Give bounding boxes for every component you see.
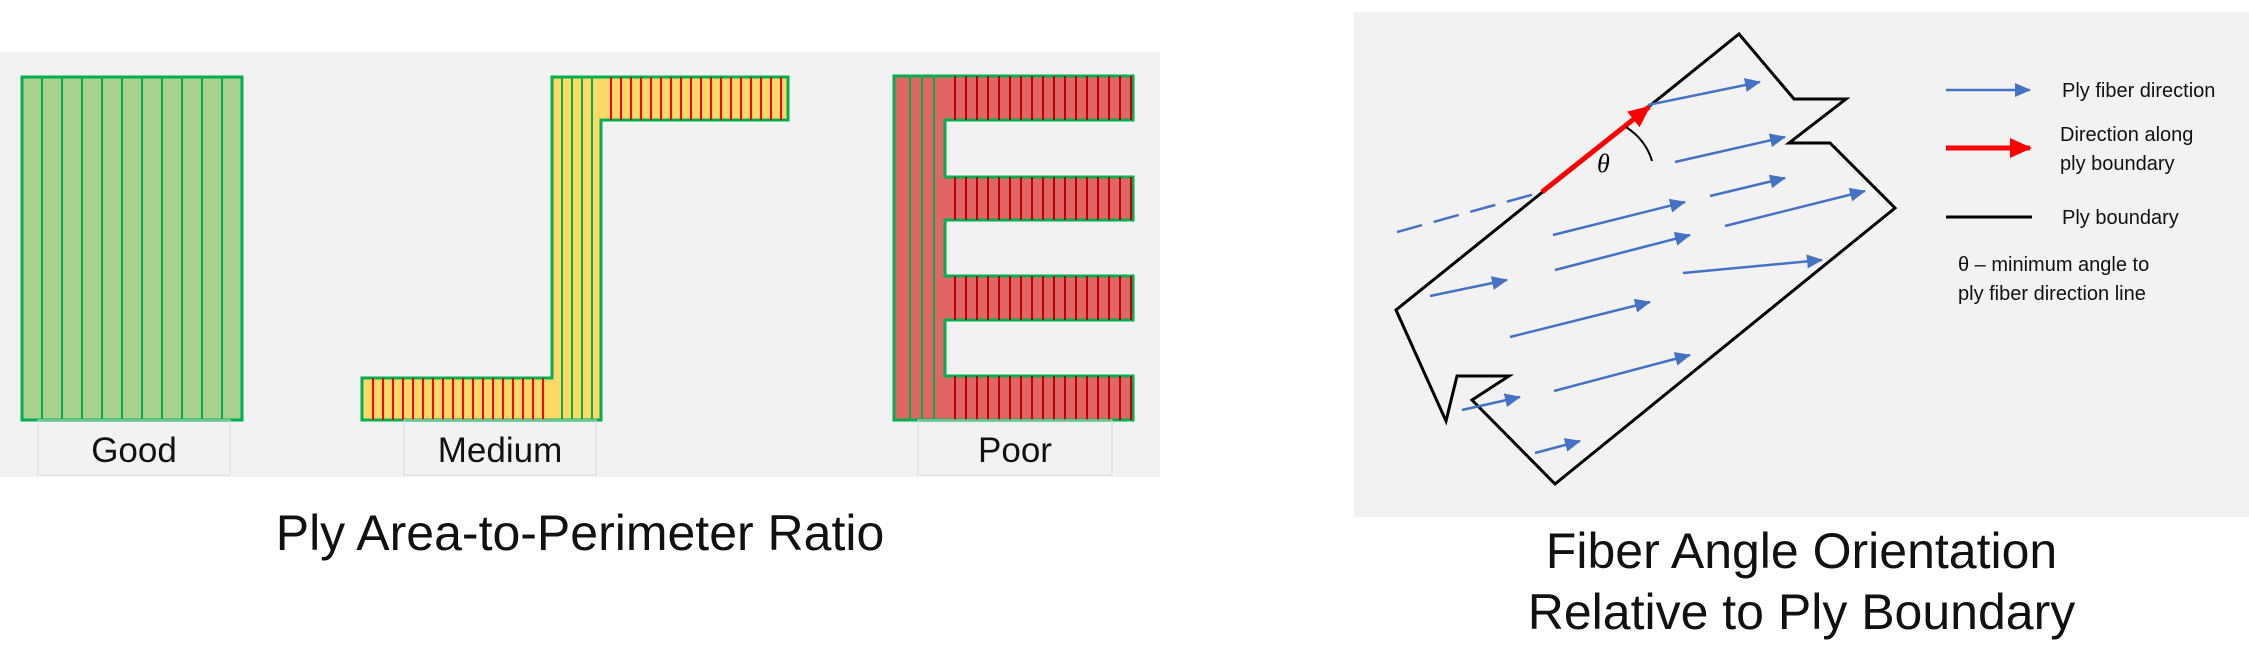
ply-boundary-outline-path [1394, 31, 1898, 487]
legend-note-line-2: ply fiber direction line [1958, 283, 2146, 305]
fiber-direction-arrow [1553, 352, 1691, 393]
medium-shape [360, 75, 790, 422]
right-caption-line-1: Fiber Angle Orientation [1545, 523, 2058, 579]
fiber-direction-arrow [1682, 254, 1823, 275]
fiber-direction-arrow [1461, 393, 1521, 412]
good-stripes [41, 77, 223, 420]
medium-label-box: Medium [403, 419, 597, 476]
poor-shape [892, 74, 1135, 422]
medium-label: Medium [438, 431, 562, 470]
dashed-fiber-extension [1396, 190, 1543, 234]
angle-symbol: θ [1597, 149, 1610, 178]
poor-stripes [909, 76, 1132, 420]
angle-arc [1625, 126, 1653, 162]
legend-fiber-label: Ply fiber direction [2062, 80, 2215, 102]
boundary-direction-arrow [1540, 105, 1651, 194]
fiber-direction-arrow [1552, 198, 1686, 237]
legend-note-line-1: θ – minimum angle to [1958, 254, 2149, 276]
fiber-arrows [1429, 78, 1866, 455]
good-label-box: Good [37, 419, 231, 476]
poor-label-box: Poor [917, 419, 1113, 476]
left-caption: Ply Area-to-Perimeter Ratio [275, 505, 885, 561]
legend-boundary-direction-label-2: ply boundary [2060, 153, 2175, 175]
poor-label: Poor [978, 431, 1052, 470]
fiber-direction-arrow [1647, 78, 1761, 107]
good-label: Good [91, 431, 177, 470]
fiber-direction-arrow [1534, 438, 1581, 455]
fiber-direction-arrow [1724, 187, 1866, 228]
fiber-direction-arrow [1509, 298, 1651, 339]
fiber-direction-arrow [1674, 133, 1786, 164]
legend: Ply fiber direction Direction along ply … [1946, 80, 2215, 305]
fiber-direction-arrow [1429, 276, 1508, 298]
good-shape [20, 75, 244, 422]
legend-boundary-label: Ply boundary [2062, 207, 2179, 229]
right-caption-line-2: Relative to Ply Boundary [1527, 584, 2076, 640]
fiber-direction-arrow [1709, 174, 1786, 198]
fiber-direction-arrow [1554, 231, 1691, 272]
medium-stripes [372, 77, 782, 420]
legend-boundary-direction-label-1: Direction along [2060, 124, 2193, 146]
